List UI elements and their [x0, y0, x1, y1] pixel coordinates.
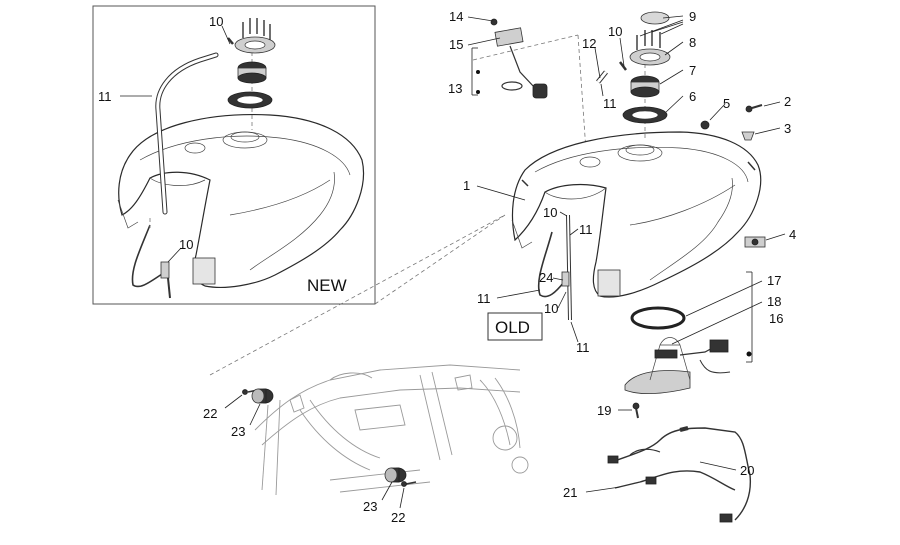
callout-13: 13	[448, 81, 462, 96]
callout-15: 15	[449, 37, 463, 52]
callout-14: 14	[449, 9, 463, 24]
callout-24: 24	[539, 270, 553, 285]
callout-11-left: 11	[477, 291, 491, 306]
callout-2: 2	[784, 94, 791, 109]
callout-4: 4	[789, 227, 796, 242]
old-tag-frame	[487, 312, 543, 341]
hardware-parts	[700, 104, 766, 248]
callout-12: 12	[582, 36, 596, 51]
leader-lines	[120, 15, 786, 509]
callout-9: 9	[689, 9, 696, 24]
callout-10-mid: 10	[543, 205, 557, 220]
fuel-pump-assembly	[624, 271, 753, 419]
callout-22-right: 22	[391, 510, 405, 525]
callout-7: 7	[689, 63, 696, 78]
callout-20: 20	[740, 463, 754, 478]
inset-fuel-tank	[117, 113, 364, 288]
callout-19: 19	[597, 403, 611, 418]
callout-22-left: 22	[203, 406, 217, 421]
callout-16: 16	[769, 311, 783, 326]
main-vent-pipe	[537, 214, 572, 321]
wiring-harness	[607, 426, 752, 523]
callout-17: 17	[767, 273, 781, 288]
callout-11-bottom: 11	[576, 340, 590, 355]
callout-23-left: 23	[231, 424, 245, 439]
callout-10-inset-top: 10	[209, 14, 223, 29]
callout-5: 5	[723, 96, 730, 111]
version-tags: NEW OLD	[307, 276, 543, 341]
rubber-mounts	[242, 388, 417, 487]
callout-3: 3	[784, 121, 791, 136]
callout-11-mid: 11	[579, 222, 593, 237]
callout-11-top: 11	[603, 96, 617, 111]
callout-10-bottom: 10	[544, 301, 558, 316]
callout-10-top: 10	[608, 24, 622, 39]
vent-pipe-small	[596, 70, 608, 84]
callout-6: 6	[689, 89, 696, 104]
inset-vent-pipe	[131, 52, 219, 299]
callout-10-inset-bottom: 10	[179, 237, 193, 252]
callout-23-right: 23	[363, 499, 377, 514]
callout-11-inset: 11	[98, 89, 112, 104]
main-pump-stack	[619, 11, 671, 140]
callout-18: 18	[767, 294, 781, 309]
callout-8: 8	[689, 35, 696, 50]
old-tag: OLD	[495, 318, 530, 337]
callout-21: 21	[563, 485, 577, 500]
new-tag: NEW	[307, 276, 347, 295]
part-number-labels: 11 10 10 14 15 13 12 10 11 9 8 7 6 5 2 3…	[98, 9, 796, 525]
callout-1: 1	[463, 178, 470, 193]
inset-pump-stack	[227, 18, 276, 130]
fuel-sender	[471, 18, 548, 99]
main-fuel-tank	[511, 131, 762, 298]
